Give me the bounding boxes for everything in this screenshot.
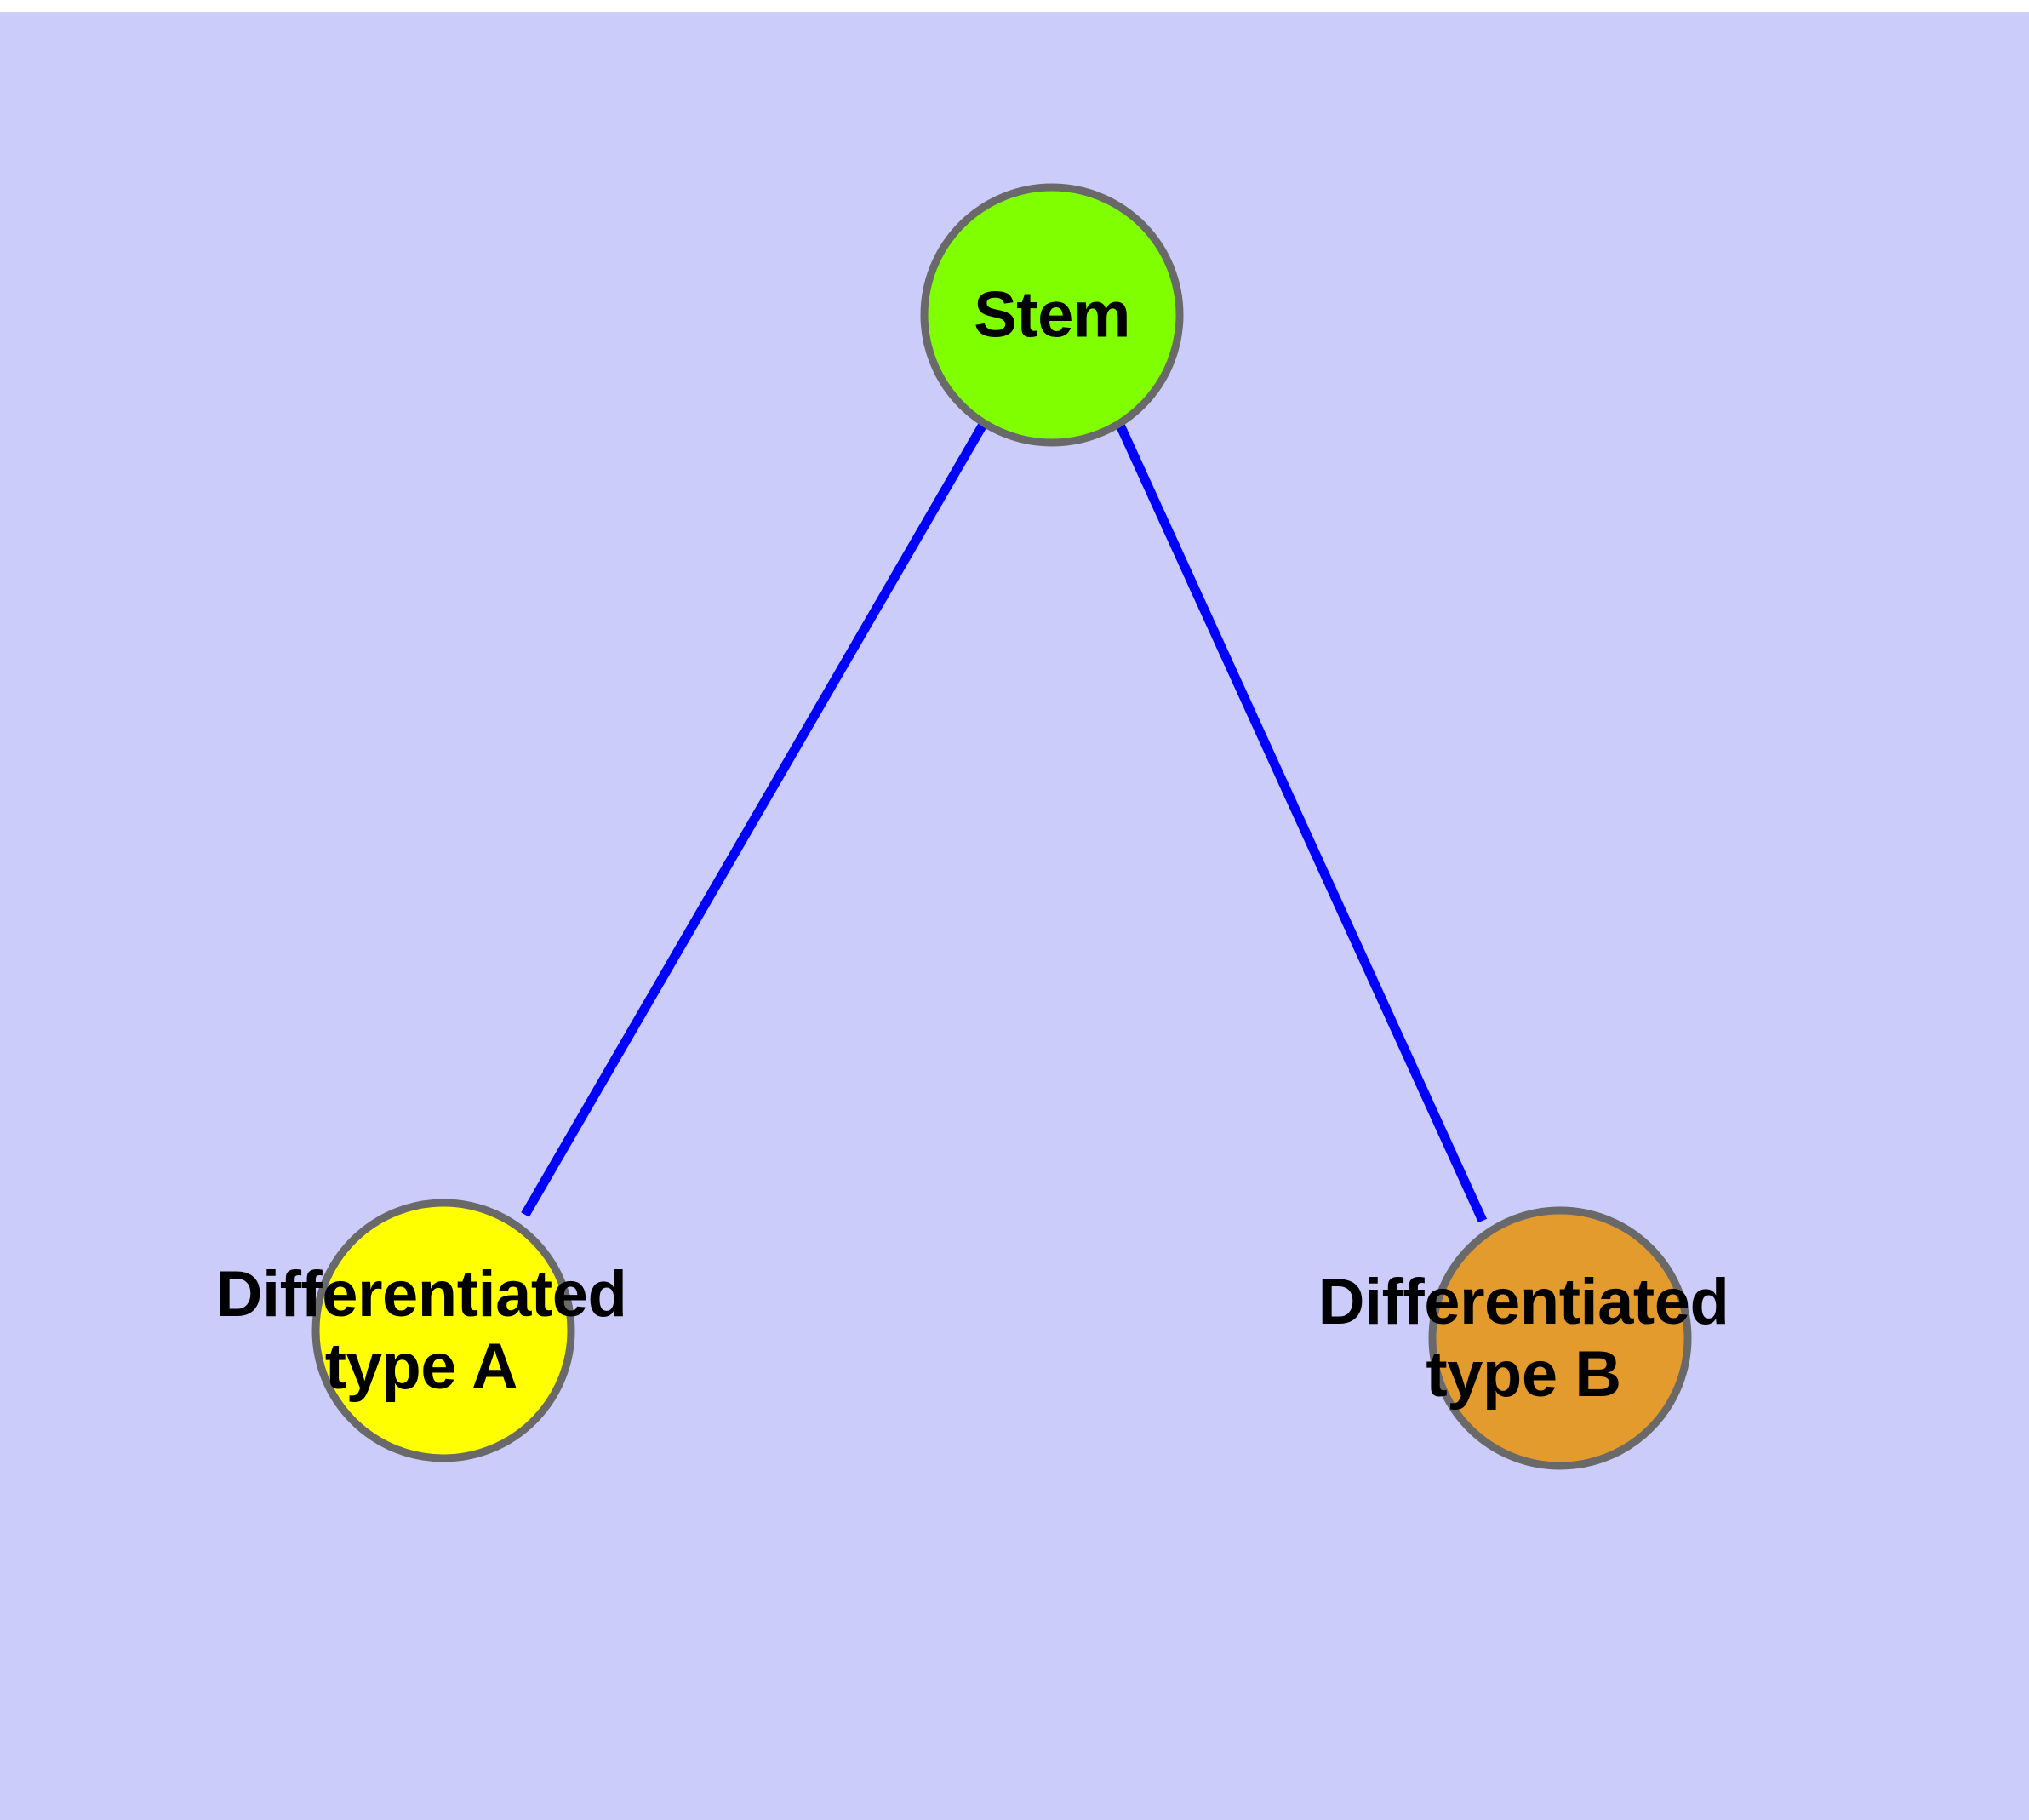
edges-group [521, 421, 1488, 1223]
edge-stem-to-type-a [521, 421, 988, 1217]
node-type-b[interactable] [1428, 1206, 1692, 1470]
node-type-a[interactable] [311, 1199, 575, 1462]
nodes-group [311, 183, 1692, 1470]
node-stem[interactable] [920, 183, 1184, 447]
edge-stem-to-type-b [1114, 421, 1488, 1223]
